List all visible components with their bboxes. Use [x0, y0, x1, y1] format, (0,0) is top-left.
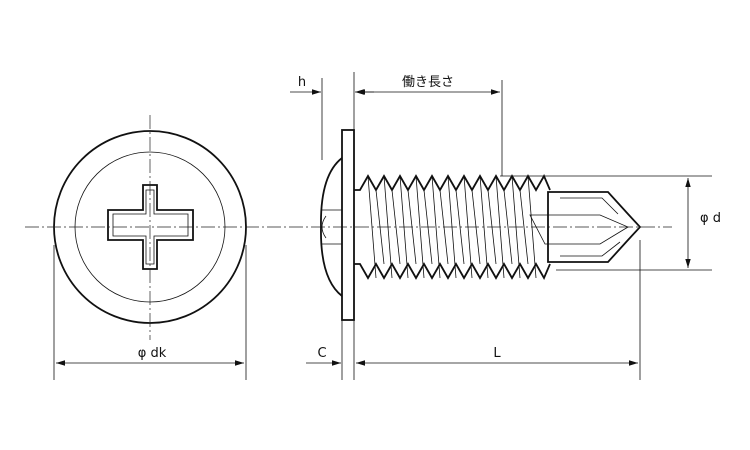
head-slot-inner: [321, 215, 327, 239]
dome-head: [320, 157, 343, 297]
l-label: L: [493, 346, 501, 361]
dim-h: h: [290, 72, 374, 160]
effective-length-label: 働き長さ: [402, 75, 454, 90]
h-label: h: [298, 75, 306, 90]
head-front-view: [53, 115, 247, 340]
dk-label: φ dk: [138, 346, 167, 361]
phillips-recess-icon: [107, 184, 194, 270]
thread-bottom-profile: [354, 262, 551, 281]
screw-side-view: [320, 129, 642, 321]
dim-c: C: [306, 320, 355, 380]
dim-effective-length: 働き長さ: [356, 75, 503, 176]
dim-l: L: [356, 240, 641, 380]
dim-dk: φ dk: [53, 245, 247, 380]
thread-top-profile: [354, 173, 551, 192]
dim-d: φ d: [500, 175, 721, 271]
phillips-recess-inner-icon: [112, 189, 189, 265]
washer-flange: [341, 129, 355, 321]
c-label: C: [317, 346, 326, 361]
d-label: φ d: [700, 211, 721, 226]
drill-flute-edge: [560, 197, 621, 257]
drill-point: [547, 191, 642, 263]
head-slot: [322, 209, 342, 245]
thread-flanks: [367, 175, 537, 279]
drill-flute: [529, 214, 629, 245]
